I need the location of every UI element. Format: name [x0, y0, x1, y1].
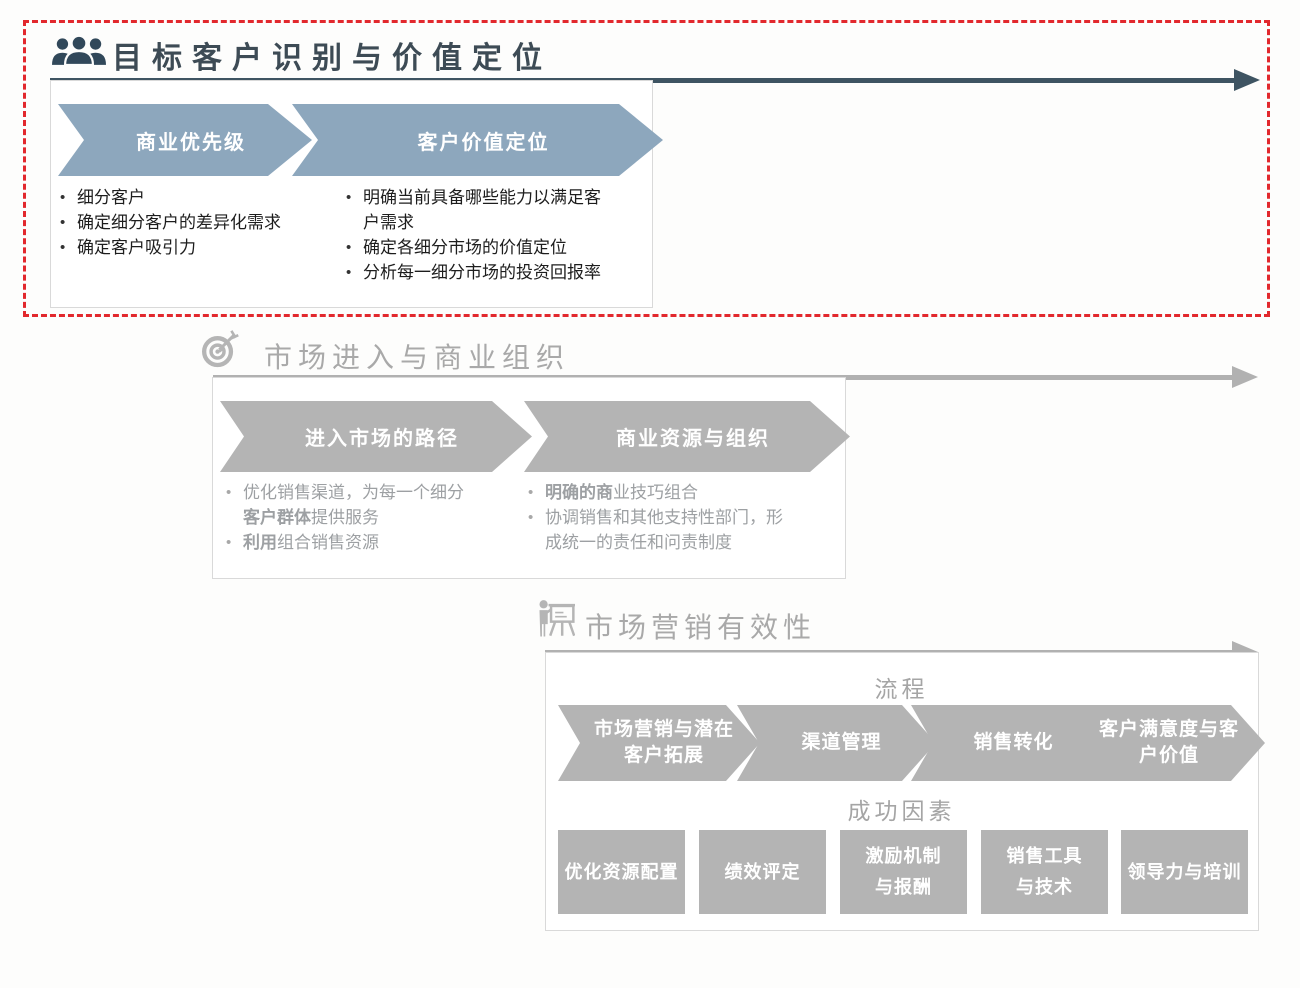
- success-factor-label: 优化资源配置: [564, 861, 679, 882]
- bullet-item: • 优化销售渠道，为每一个细分客户群体提供服务: [226, 480, 492, 530]
- bullet-dot: •: [226, 484, 232, 501]
- success-factor-label: 绩效评定: [724, 861, 801, 882]
- step-label: 销售转化: [973, 732, 1054, 753]
- success-factor-sales-tools: 销售工具与技术: [981, 830, 1108, 914]
- step-label: 市场营销与潜在客户拓展: [593, 719, 734, 766]
- bullet-item: • 细分客户: [60, 185, 332, 210]
- bullet-item: • 协调销售和其他支持性部门，形成统一的责任和问责制度: [528, 505, 824, 555]
- bullet-text: 细分客户: [77, 188, 145, 207]
- presenter-icon: [537, 598, 575, 642]
- bullet-text: 明确当前具备哪些能力以满足客户需求: [363, 188, 601, 232]
- success-factor-label: 领导力与培训: [1127, 861, 1242, 882]
- bullet-text: 协调销售和其他支持性部门，形成统一的责任和问责制度: [545, 508, 783, 552]
- bullet-item: • 明确当前具备哪些能力以满足客户需求: [346, 185, 642, 235]
- section-title-target-customer: 目标客户识别与价值定位: [112, 42, 552, 75]
- bullet-dot: •: [60, 189, 66, 206]
- bullet-item: • 确定客户吸引力: [60, 235, 332, 260]
- success-band-label: 成功因素: [847, 798, 956, 824]
- success-factor-incentives: 激励机制与报酬: [840, 830, 967, 914]
- bullet-list: • 优化销售渠道，为每一个细分客户群体提供服务 • 利用组合销售资源: [226, 480, 492, 555]
- bullet-dot: •: [60, 239, 66, 256]
- process-chevron-channel-management: 渠道管理: [737, 705, 936, 781]
- success-factor-leadership-training: 领导力与培训: [1121, 830, 1248, 914]
- bullet-dot: •: [346, 239, 352, 256]
- arrowhead: [1232, 366, 1258, 388]
- bullet-text: 明确的商业技巧组合: [545, 483, 698, 502]
- step-label: 客户满意度与客户价值: [1098, 719, 1239, 766]
- bullet-list: • 明确当前具备哪些能力以满足客户需求 • 确定各细分市场的价值定位 • 分析每…: [346, 185, 642, 285]
- bullet-item: • 确定细分客户的差异化需求: [60, 210, 332, 235]
- bullet-dot: •: [60, 214, 66, 231]
- bullet-item: • 确定各细分市场的价值定位: [346, 235, 642, 260]
- step-label: 客户价值定位: [417, 131, 550, 154]
- step-chevron-commercial-resources: 商业资源与组织: [524, 401, 850, 472]
- step-chevron-customer-value: 客户价值定位: [292, 104, 663, 176]
- bullet-text: 确定细分客户的差异化需求: [77, 213, 281, 232]
- bullet-list: • 明确的商业技巧组合 • 协调销售和其他支持性部门，形成统一的责任和问责制度: [528, 480, 824, 555]
- highlight-red-dashed-frame: [23, 20, 1270, 317]
- bullet-item: • 利用组合销售资源: [226, 530, 492, 555]
- bullet-item: • 明确的商业技巧组合: [528, 480, 824, 505]
- bullet-text: 确定各细分市场的价值定位: [363, 238, 567, 257]
- section-title-marketing-effectiveness: 市场营销有效性: [585, 612, 817, 643]
- bullet-dot: •: [528, 509, 534, 526]
- process-chevron-marketing-leadgen: 市场营销与潜在客户拓展: [558, 705, 760, 781]
- success-factor-label: 销售工具与技术: [1006, 846, 1083, 897]
- step-label: 渠道管理: [801, 732, 882, 753]
- process-band-label: 流程: [874, 676, 929, 702]
- arrowhead: [1234, 69, 1260, 91]
- step-label: 进入市场的路径: [305, 428, 459, 450]
- success-factor-performance-review: 绩效评定: [699, 830, 826, 914]
- bullet-text: 优化销售渠道，为每一个细分客户群体提供服务: [243, 483, 464, 527]
- bullet-dot: •: [528, 484, 534, 501]
- success-factor-resource-allocation: 优化资源配置: [558, 830, 685, 914]
- step-chevron-route-to-market: 进入市场的路径: [220, 401, 532, 472]
- target-icon: [202, 330, 240, 368]
- bullet-dot: •: [226, 534, 232, 551]
- step-label: 商业优先级: [136, 131, 246, 154]
- bullet-text: 确定客户吸引力: [77, 238, 196, 257]
- success-factor-label: 激励机制与报酬: [865, 846, 942, 897]
- section-title-market-entry: 市场进入与商业组织: [264, 342, 571, 373]
- bullet-item: • 分析每一细分市场的投资回报率: [346, 260, 642, 285]
- bullet-dot: •: [346, 189, 352, 206]
- people-icon: [52, 36, 106, 66]
- step-label: 商业资源与组织: [616, 428, 770, 450]
- bullet-dot: •: [346, 264, 352, 281]
- bullet-text: 利用组合销售资源: [243, 533, 379, 552]
- process-chevron-customer-satisfaction: 客户满意度与客户价值: [1063, 705, 1265, 781]
- bullet-list: • 细分客户 • 确定细分客户的差异化需求 • 确定客户吸引力: [60, 185, 332, 260]
- step-chevron-business-priority: 商业优先级: [58, 104, 312, 176]
- bullet-text: 分析每一细分市场的投资回报率: [363, 263, 601, 282]
